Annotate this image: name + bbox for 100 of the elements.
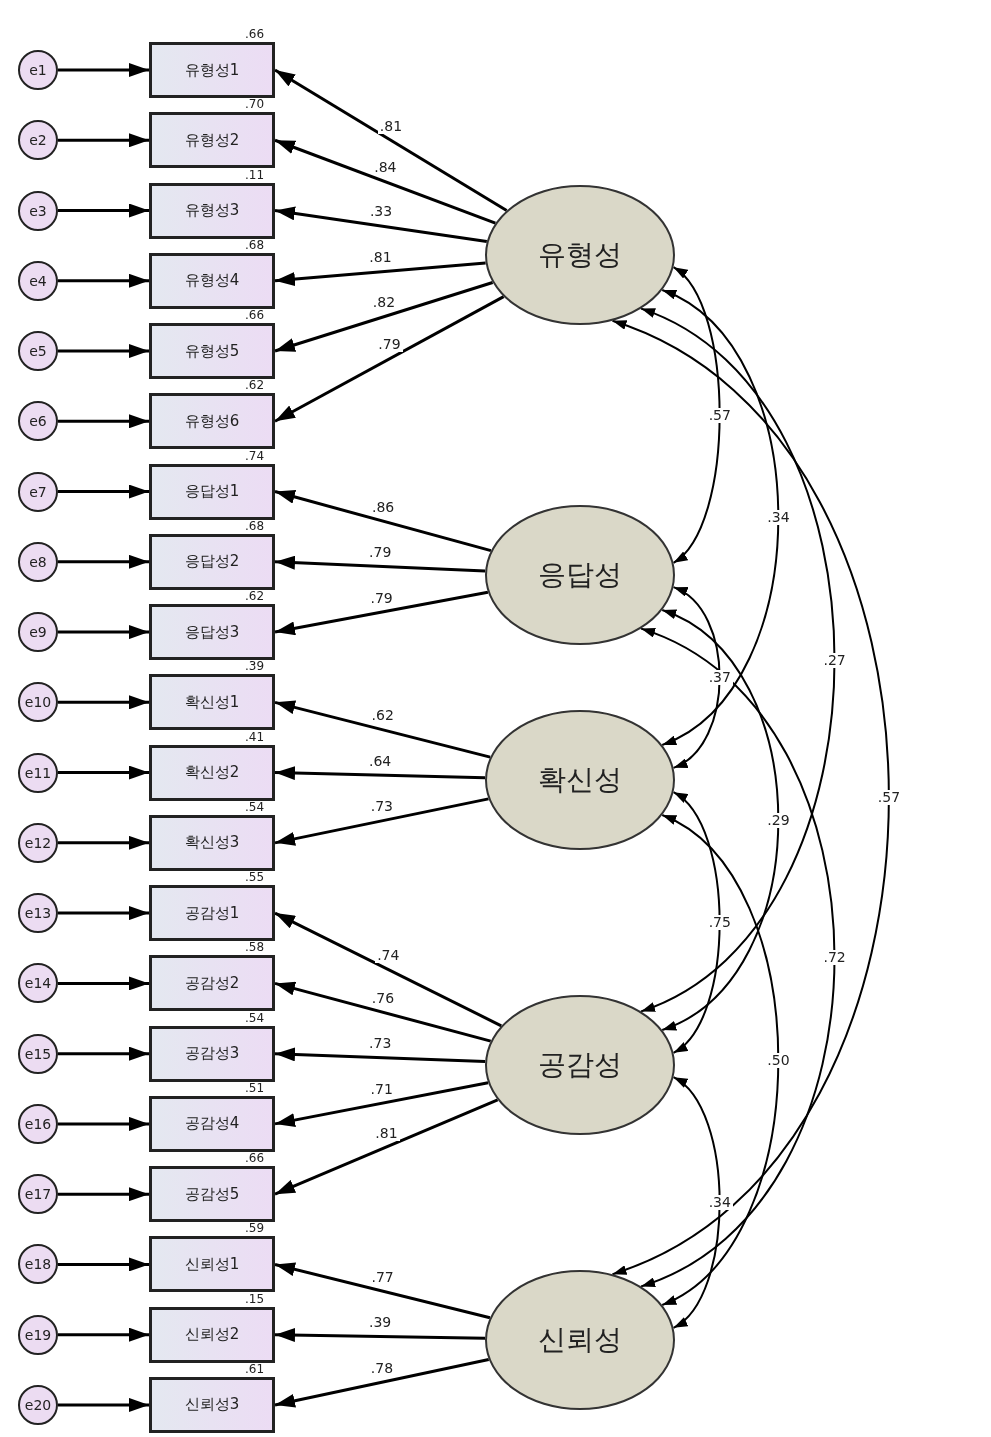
arrow — [274, 295, 505, 423]
arrow — [58, 695, 149, 710]
observed-variable-box: 응답성2 — [149, 533, 275, 590]
error-term-circle: e16 — [18, 1103, 58, 1144]
arrow — [274, 1262, 491, 1320]
arrow — [274, 766, 486, 781]
r-squared-label: .39 — [245, 660, 265, 674]
error-term-circle: e15 — [18, 1033, 58, 1074]
r-squared-label: .68 — [245, 238, 265, 252]
edge-label: .79 — [376, 337, 403, 353]
r-squared-label: .74 — [245, 449, 265, 463]
arrow — [58, 273, 149, 288]
error-term-circle: e4 — [18, 260, 58, 301]
arrow — [58, 63, 149, 77]
curved-double-arrow — [672, 266, 721, 564]
observed-variable-box: 응답성3 — [149, 604, 275, 661]
observed-variable-box: 응답성1 — [149, 463, 275, 520]
error-term-circle: e18 — [18, 1244, 58, 1285]
arrow — [58, 133, 149, 148]
curved-double-arrow — [640, 627, 836, 1288]
arrow — [58, 484, 149, 499]
observed-variable-box: 유형성3 — [149, 182, 275, 239]
edge-label: .29 — [765, 812, 792, 828]
curved-double-arrow — [640, 307, 836, 1013]
edge-label: .79 — [367, 544, 394, 560]
arrow — [58, 1397, 149, 1412]
observed-variable-box: 유형성6 — [149, 393, 275, 450]
edge-label: .74 — [375, 947, 402, 963]
error-term-circle: e12 — [18, 822, 58, 863]
latent-variable-ellipse: 유형성 — [485, 185, 675, 325]
curved-double-arrow — [611, 319, 890, 1276]
arrow — [58, 765, 149, 780]
r-squared-label: .66 — [245, 309, 265, 323]
error-term-circle: e20 — [18, 1384, 58, 1425]
observed-variable-box: 유형성4 — [149, 252, 275, 309]
observed-variable-box: 공감성1 — [149, 885, 275, 942]
r-squared-label: .66 — [245, 1152, 265, 1166]
arrow — [274, 261, 486, 287]
error-term-circle: e8 — [18, 541, 58, 582]
arrow — [274, 981, 492, 1043]
error-term-circle: e11 — [18, 752, 58, 793]
arrow — [58, 1116, 149, 1131]
observed-variable-box: 공감성3 — [149, 1025, 275, 1082]
arrow — [58, 835, 149, 850]
observed-variable-box: 신뢰성1 — [149, 1236, 275, 1293]
edge-label: .81 — [373, 1125, 400, 1141]
arrow — [274, 590, 489, 636]
error-term-circle: e14 — [18, 963, 58, 1004]
arrow — [274, 1328, 486, 1343]
arrow — [274, 281, 494, 353]
error-term-circle: e17 — [18, 1174, 58, 1215]
arrow — [58, 344, 149, 359]
curved-double-arrow — [672, 586, 721, 769]
edge-label: .50 — [765, 1052, 792, 1068]
arrow — [274, 1047, 486, 1063]
arrow — [274, 138, 496, 225]
r-squared-label: .58 — [245, 941, 265, 955]
arrow — [58, 1046, 149, 1061]
edge-label: .39 — [367, 1315, 394, 1330]
arrow — [58, 554, 149, 569]
arrow — [274, 911, 502, 1028]
edge-label: .64 — [367, 753, 394, 769]
arrow — [274, 490, 492, 553]
curved-double-arrow — [672, 1076, 721, 1329]
arrow — [58, 1327, 149, 1342]
edge-label: .34 — [765, 510, 792, 525]
observed-variable-box: 신뢰성2 — [149, 1306, 275, 1363]
latent-variable-ellipse: 공감성 — [485, 995, 675, 1135]
observed-variable-box: 신뢰성3 — [149, 1376, 275, 1433]
r-squared-label: .70 — [245, 98, 265, 112]
error-term-circle: e1 — [18, 50, 58, 90]
arrow — [58, 1187, 149, 1202]
error-term-circle: e7 — [18, 471, 58, 512]
latent-variable-ellipse: 확신성 — [485, 710, 675, 850]
arrow — [58, 1257, 149, 1272]
error-term-circle: e5 — [18, 331, 58, 372]
arrow — [58, 414, 149, 429]
r-squared-label: .41 — [245, 730, 265, 744]
latent-variable-ellipse: 응답성 — [485, 505, 675, 645]
r-squared-label: .55 — [245, 871, 265, 885]
r-squared-label: .54 — [245, 800, 265, 814]
observed-variable-box: 확신성1 — [149, 674, 275, 731]
r-squared-label: .66 — [245, 28, 265, 41]
arrow — [274, 700, 491, 759]
observed-variable-box: 유형성1 — [149, 42, 275, 98]
observed-variable-box: 공감성5 — [149, 1166, 275, 1223]
r-squared-label: .62 — [245, 590, 265, 604]
error-term-circle: e3 — [18, 190, 58, 231]
error-term-circle: e9 — [18, 612, 58, 653]
arrow — [274, 1081, 489, 1127]
r-squared-label: .54 — [245, 1011, 265, 1025]
r-squared-label: .61 — [245, 1362, 265, 1376]
arrow — [58, 906, 149, 921]
arrow — [274, 555, 486, 573]
error-term-circle: e13 — [18, 893, 58, 934]
arrow — [274, 1357, 490, 1408]
r-squared-label: .62 — [245, 379, 265, 393]
observed-variable-box: 유형성5 — [149, 323, 275, 380]
observed-variable-box: 확신성2 — [149, 744, 275, 801]
r-squared-label: .68 — [245, 519, 265, 533]
